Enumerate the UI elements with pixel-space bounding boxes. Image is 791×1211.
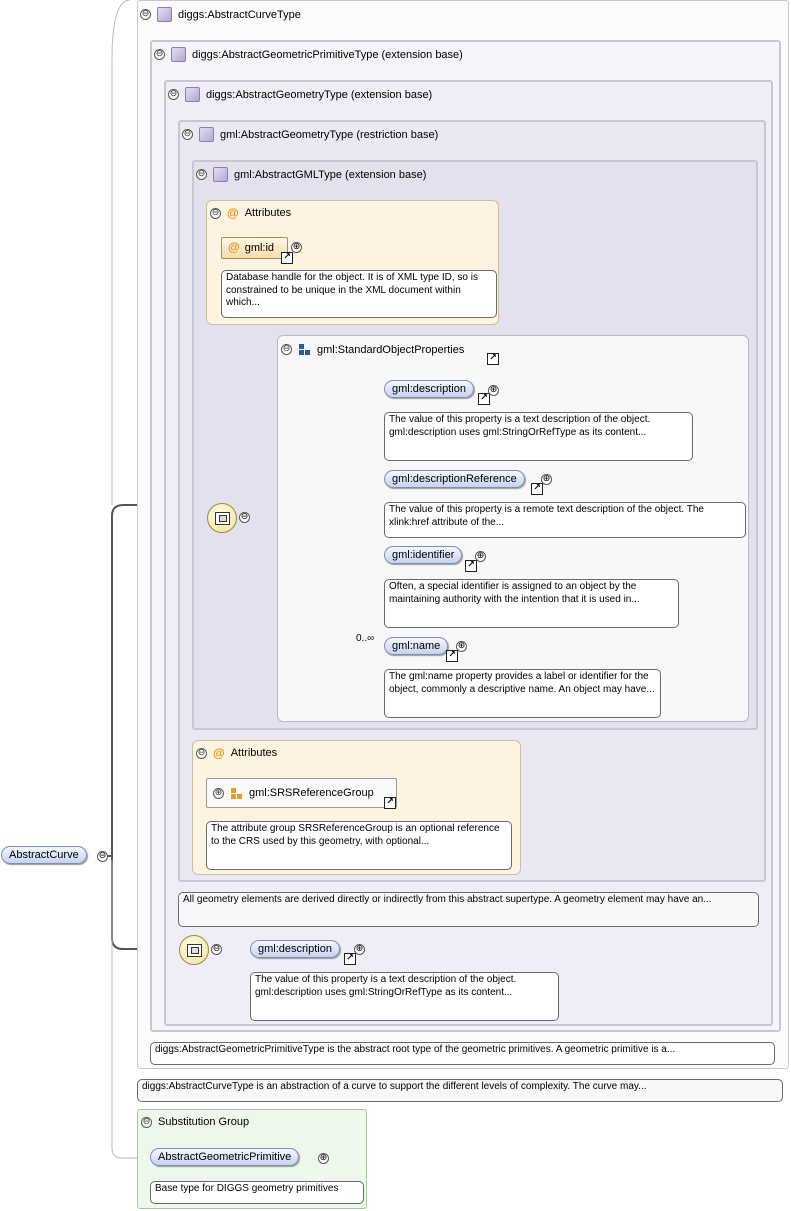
collapse-icon[interactable]: ⊖ bbox=[97, 851, 108, 862]
complex-type-icon bbox=[213, 167, 228, 182]
collapse-icon[interactable]: ⊖ bbox=[281, 344, 292, 355]
element-gml-name[interactable]: gml:name bbox=[384, 637, 449, 655]
link-icon[interactable]: ↗ bbox=[384, 797, 396, 809]
element-label: AbstractGeometricPrimitive bbox=[158, 1151, 292, 1163]
root-element-label: AbstractCurve bbox=[9, 849, 79, 861]
link-icon[interactable]: ↗ bbox=[531, 483, 543, 495]
element-label: gml:description bbox=[392, 383, 466, 395]
attribute-group-label: gml:SRSReferenceGroup bbox=[249, 787, 374, 799]
element-doc: The value of this property is a remote t… bbox=[384, 502, 746, 538]
type-label: diggs:AbstractGeometricPrimitiveType (ex… bbox=[192, 48, 463, 61]
expand-icon[interactable]: ⊕ bbox=[354, 944, 365, 955]
type-label: diggs:AbstractCurveType bbox=[178, 8, 301, 21]
element-label: gml:identifier bbox=[392, 549, 455, 561]
type-header-diggs-geometry: ⊖ diggs:AbstractGeometryType (extension … bbox=[168, 87, 432, 102]
expand-icon[interactable]: ⊕ bbox=[541, 474, 552, 485]
group-title: gml:StandardObjectProperties bbox=[317, 343, 465, 356]
attribute-label: gml:id bbox=[244, 242, 275, 254]
complex-type-icon bbox=[157, 7, 172, 22]
element-label: gml:description bbox=[258, 943, 332, 955]
attributes-header: ⊖ @ Attributes bbox=[196, 746, 277, 760]
collapse-icon[interactable]: ⊖ bbox=[140, 9, 151, 20]
attributes-header: ⊖ @ Attributes bbox=[210, 206, 291, 220]
type-header-abstract-curve: ⊖ diggs:AbstractCurveType bbox=[140, 7, 301, 22]
collapse-icon[interactable]: ⊖ bbox=[182, 129, 193, 140]
complex-type-icon bbox=[185, 87, 200, 102]
element-abstract-geometric-primitive[interactable]: AbstractGeometricPrimitive bbox=[150, 1148, 300, 1166]
geometry-type-doc: All geometry elements are derived direct… bbox=[178, 892, 759, 927]
element-label: gml:descriptionReference bbox=[392, 473, 517, 485]
type-label: diggs:AbstractGeometryType (extension ba… bbox=[206, 88, 433, 101]
type-header-gml-geometry: ⊖ gml:AbstractGeometryType (restriction … bbox=[182, 127, 438, 142]
attribute-group-icon bbox=[230, 787, 243, 800]
element-doc: The gml:name property provides a label o… bbox=[384, 669, 661, 718]
link-icon[interactable]: ↗ bbox=[446, 650, 458, 662]
link-icon[interactable]: ↗ bbox=[465, 560, 477, 572]
collapse-icon[interactable]: ⊖ bbox=[210, 207, 221, 219]
link-icon[interactable]: ↗ bbox=[478, 393, 490, 405]
at-icon: @ bbox=[227, 206, 239, 220]
link-icon[interactable]: ↗ bbox=[281, 252, 293, 264]
type-header-geometric-primitive: ⊖ diggs:AbstractGeometricPrimitiveType (… bbox=[154, 47, 463, 62]
substitution-group-header: ⊖ Substitution Group bbox=[141, 1116, 249, 1128]
element-gml-description[interactable]: gml:description bbox=[384, 380, 474, 398]
complex-type-icon bbox=[171, 47, 186, 62]
expand-icon[interactable]: ⊕ bbox=[488, 385, 499, 396]
sequence-icon[interactable] bbox=[207, 503, 237, 533]
collapse-icon[interactable]: ⊖ bbox=[168, 89, 179, 100]
collapse-icon[interactable]: ⊖ bbox=[211, 944, 222, 955]
attribute-group-srs-reference[interactable]: ⊕ gml:SRSReferenceGroup bbox=[206, 778, 397, 808]
element-label: gml:name bbox=[392, 640, 441, 652]
substitution-group-title: Substitution Group bbox=[158, 1116, 250, 1128]
attributes-title: Attributes bbox=[230, 747, 278, 759]
expand-icon[interactable]: ⊕ bbox=[318, 1153, 329, 1164]
element-gml-description-diggs[interactable]: gml:description bbox=[250, 940, 340, 958]
collapse-icon[interactable]: ⊖ bbox=[196, 169, 207, 180]
collapse-icon[interactable]: ⊖ bbox=[154, 49, 165, 60]
expand-icon[interactable]: ⊕ bbox=[213, 787, 224, 799]
type-label: gml:AbstractGeometryType (restriction ba… bbox=[220, 128, 439, 141]
attribute-gml-id[interactable]: @ gml:id bbox=[221, 237, 288, 259]
attribute-group-doc: The attribute group SRSReferenceGroup is… bbox=[206, 821, 512, 870]
at-icon: @ bbox=[213, 746, 225, 760]
sequence-icon[interactable] bbox=[179, 935, 209, 965]
substitution-element-doc: Base type for DIGGS geometry primitives bbox=[150, 1181, 364, 1204]
type-label: gml:AbstractGMLType (extension base) bbox=[234, 168, 427, 181]
at-icon: @ bbox=[228, 240, 240, 254]
cardinality-label: 0..∞ bbox=[356, 633, 375, 644]
expand-icon[interactable]: ⊕ bbox=[291, 242, 302, 253]
link-icon[interactable]: ↗ bbox=[487, 353, 499, 365]
link-icon[interactable]: ↗ bbox=[344, 953, 356, 965]
element-doc: The value of this property is a text des… bbox=[250, 972, 559, 1021]
type-header-gml-type: ⊖ gml:AbstractGMLType (extension base) bbox=[196, 167, 426, 182]
element-gml-identifier[interactable]: gml:identifier bbox=[384, 546, 463, 564]
collapse-icon[interactable]: ⊖ bbox=[196, 747, 207, 759]
curve-type-doc: diggs:AbstractCurveType is an abstractio… bbox=[137, 1079, 783, 1102]
element-doc: The value of this property is a text des… bbox=[384, 412, 693, 461]
primitive-type-doc: diggs:AbstractGeometricPrimitiveType is … bbox=[150, 1042, 775, 1065]
group-icon bbox=[298, 343, 311, 356]
collapse-icon[interactable]: ⊖ bbox=[141, 1116, 152, 1128]
collapse-icon[interactable]: ⊖ bbox=[239, 512, 250, 523]
expand-icon[interactable]: ⊕ bbox=[475, 551, 486, 562]
root-element-abstract-curve[interactable]: AbstractCurve bbox=[1, 846, 87, 864]
element-gml-description-reference[interactable]: gml:descriptionReference bbox=[384, 470, 525, 488]
element-doc: Often, a special identifier is assigned … bbox=[384, 579, 679, 628]
expand-icon[interactable]: ⊕ bbox=[456, 641, 467, 652]
attribute-doc: Database handle for the object. It is of… bbox=[221, 270, 497, 318]
complex-type-icon bbox=[199, 127, 214, 142]
standard-object-properties-header: ⊖ gml:StandardObjectProperties bbox=[281, 343, 464, 356]
attributes-title: Attributes bbox=[244, 207, 292, 219]
